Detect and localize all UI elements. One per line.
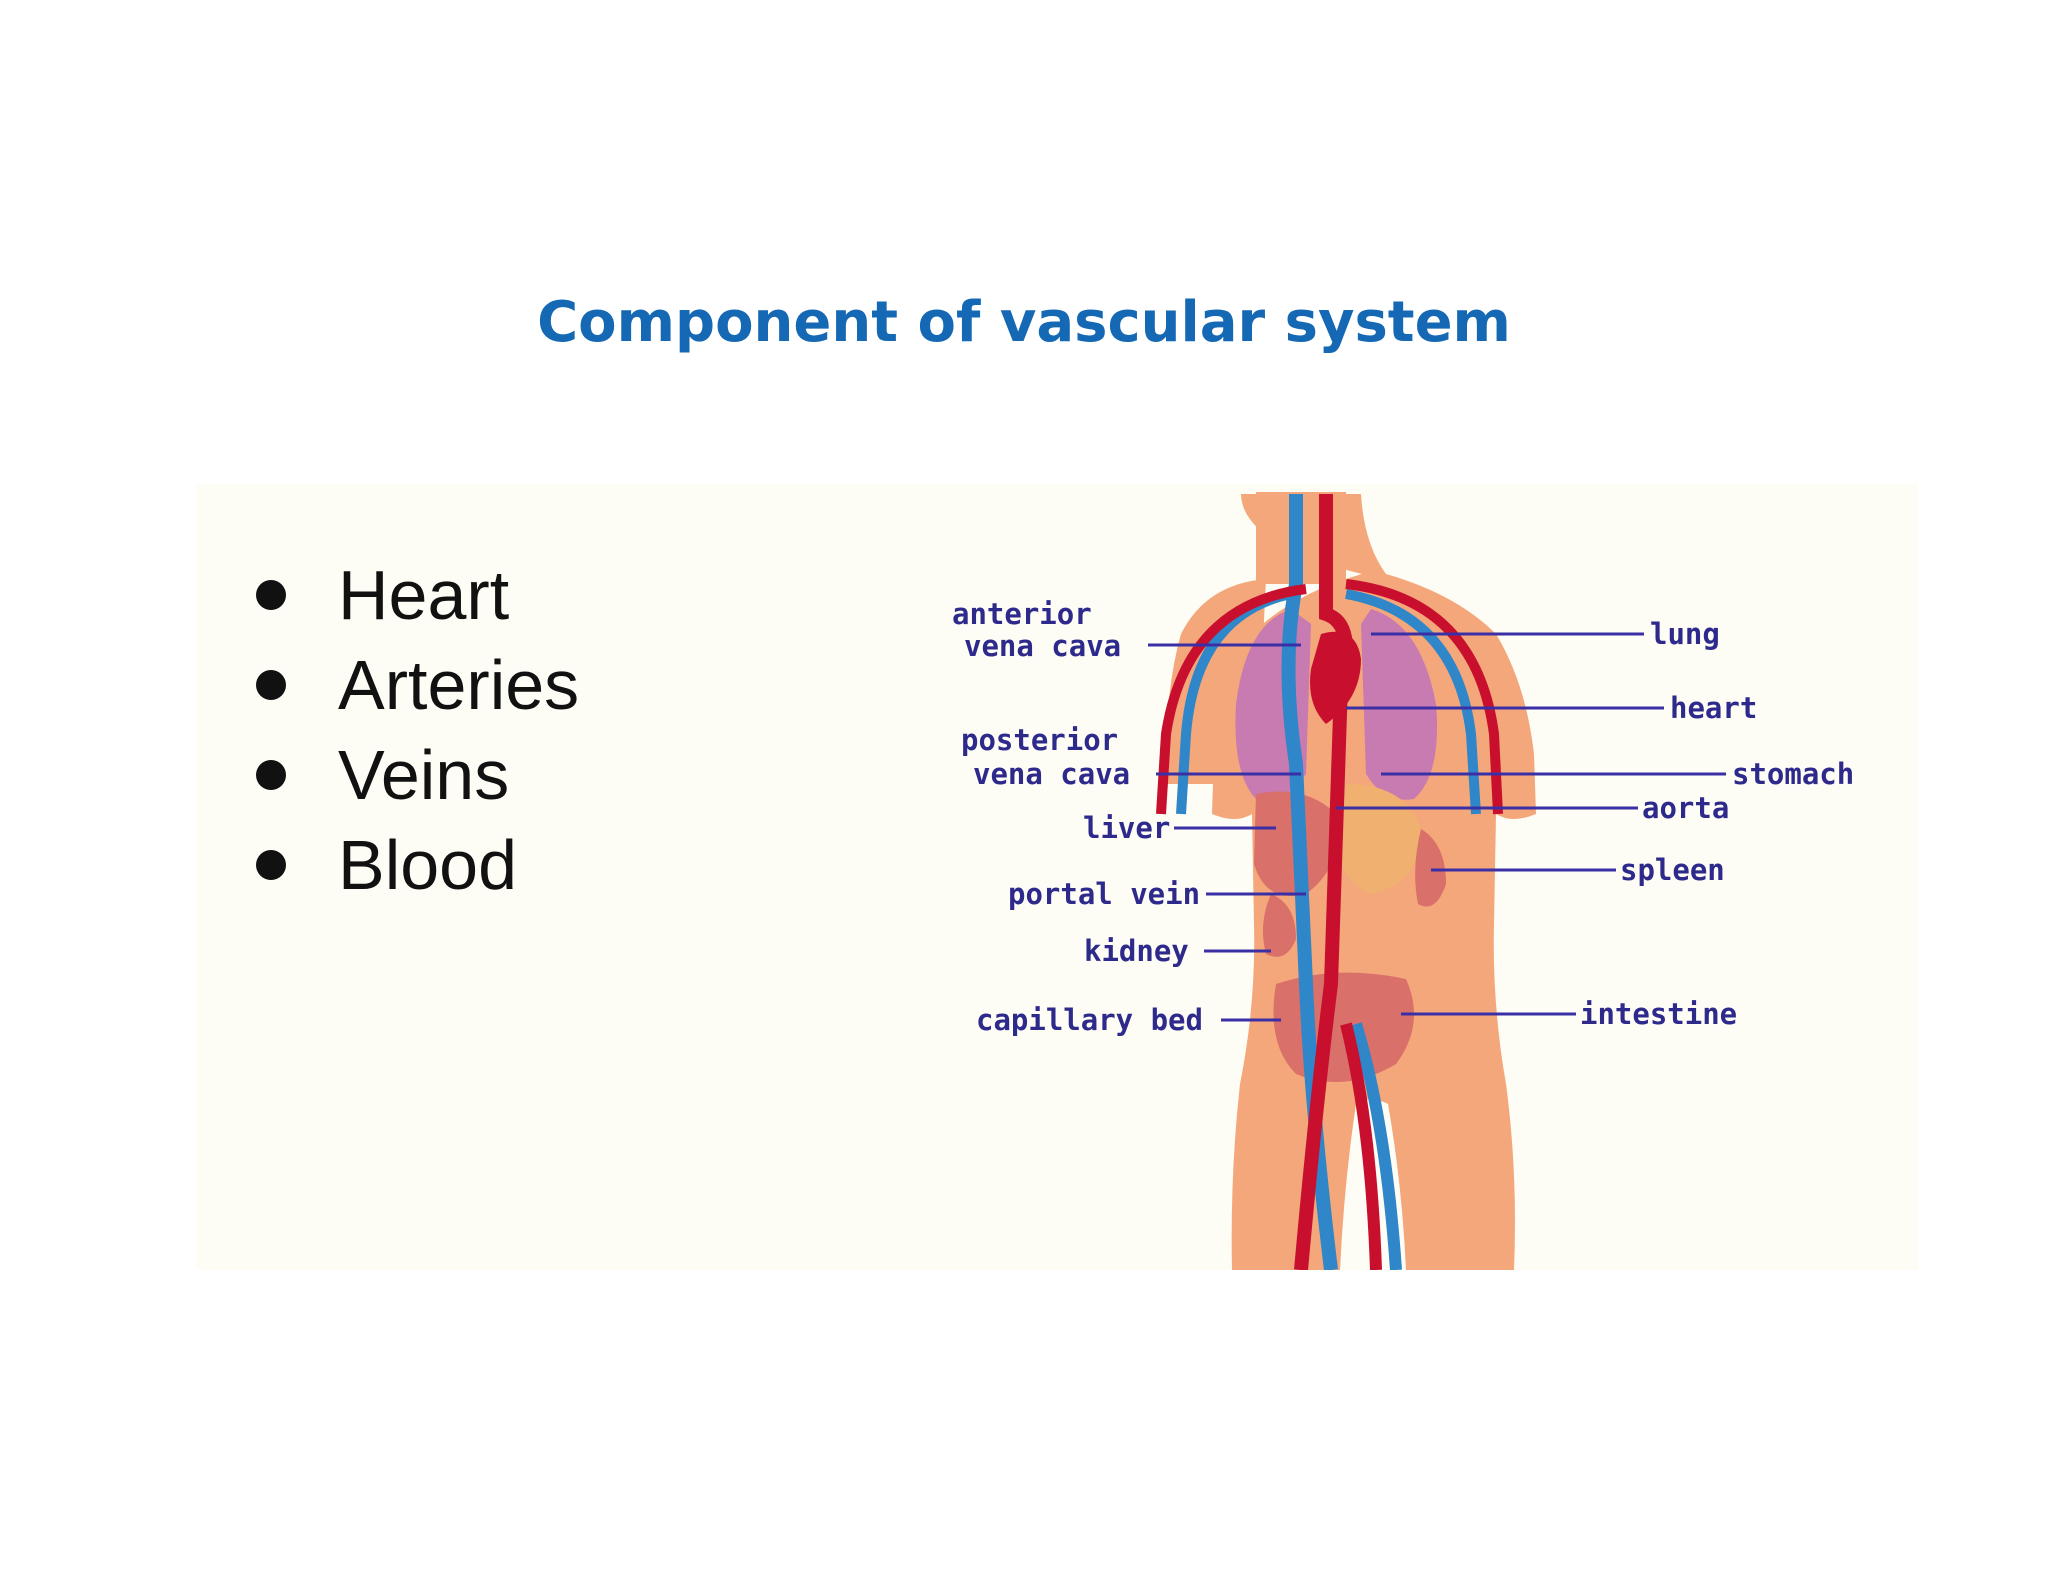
- right-leg-vein: [1350, 1022, 1402, 1270]
- label-lung: lung: [1650, 617, 1720, 651]
- label-posterior-vena-cava: vena cava: [973, 757, 1130, 791]
- list-item: Blood: [256, 820, 579, 910]
- label-heart: heart: [1670, 691, 1757, 725]
- circulatory-diagram: anterior vena cava posterior vena cava l…: [952, 492, 1854, 1270]
- label-liver: liver: [1083, 811, 1170, 845]
- list-item-label: Arteries: [338, 646, 580, 724]
- right-leg-artery: [1340, 1022, 1382, 1270]
- vena-cava: [1281, 494, 1338, 1270]
- bullet-icon: [256, 670, 286, 700]
- heart: [1310, 631, 1361, 724]
- label-posterior-vena-cava: posterior: [961, 723, 1118, 757]
- aorta: [1294, 494, 1353, 1270]
- bullet-icon: [256, 760, 286, 790]
- stomach: [1340, 784, 1421, 894]
- right-lung: [1361, 609, 1438, 800]
- slide-title: Component of vascular system: [537, 290, 1511, 355]
- label-capillary-bed: capillary bed: [976, 1003, 1203, 1037]
- left-arm-artery: [1156, 584, 1307, 815]
- label-intestine: intestine: [1580, 997, 1737, 1031]
- label-kidney: kidney: [1084, 934, 1189, 968]
- label-portal-vein: portal vein: [1008, 877, 1200, 911]
- list-item: Arteries: [256, 640, 579, 730]
- label-anterior-vena-cava: vena cava: [964, 629, 1121, 663]
- spleen: [1415, 829, 1446, 907]
- list-item-label: Blood: [338, 826, 518, 904]
- label-anterior-vena-cava: anterior: [952, 597, 1092, 631]
- bullet-icon: [256, 580, 286, 610]
- kidney: [1262, 894, 1296, 957]
- component-list: Heart Arteries Veins Blood: [256, 550, 579, 910]
- right-leader-lines: [1336, 632, 1726, 1016]
- list-item: Heart: [256, 550, 579, 640]
- list-item-label: Heart: [338, 556, 510, 634]
- list-item-label: Veins: [338, 736, 510, 814]
- list-item: Veins: [256, 730, 579, 820]
- label-spleen: spleen: [1620, 853, 1725, 887]
- left-leader-lines: [1148, 643, 1306, 1022]
- right-arm-vein: [1345, 589, 1481, 815]
- vascular-figure: Heart Arteries Veins Blood: [196, 484, 1918, 1270]
- bullet-icon: [256, 850, 286, 880]
- label-aorta: aorta: [1642, 791, 1729, 825]
- label-stomach: stomach: [1732, 757, 1854, 791]
